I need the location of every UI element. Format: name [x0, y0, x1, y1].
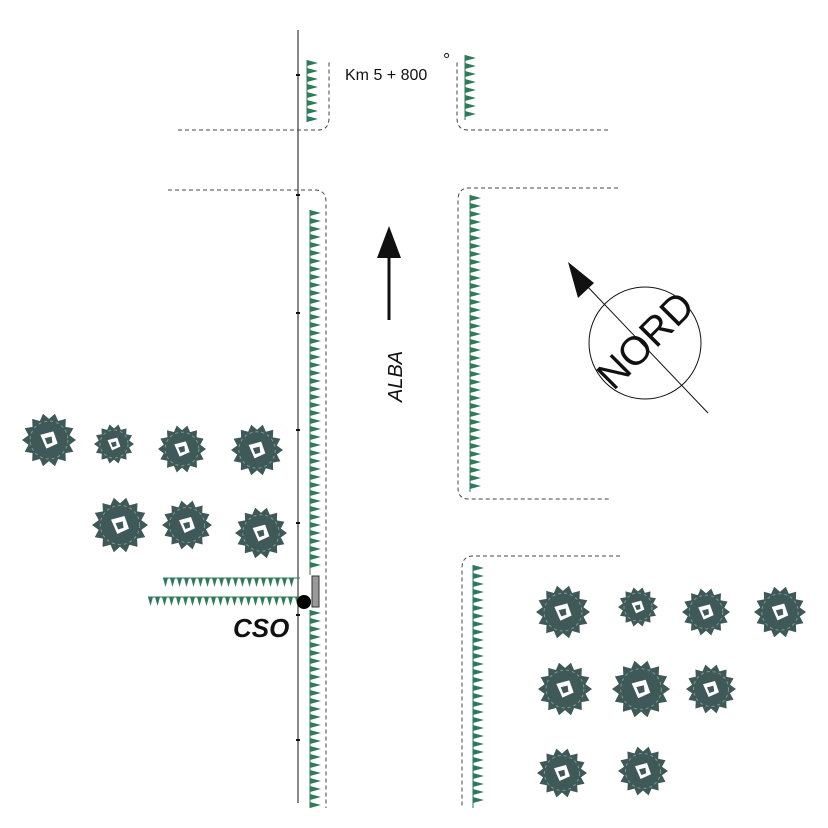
hedge-row-upper: [163, 577, 300, 587]
monitoring-station-icon: [297, 575, 320, 609]
tree-icon: [94, 424, 134, 464]
tree-icon: [92, 497, 148, 553]
tree-icon: [686, 664, 736, 714]
tree-icon: [754, 586, 806, 638]
tree-icon: [618, 746, 668, 796]
hedge-rows: [148, 55, 484, 808]
hedge-east-mid: [469, 195, 481, 492]
road-edges: [168, 60, 620, 808]
tree-icon: [682, 588, 730, 636]
hedge-east-south: [472, 565, 484, 808]
tree-icon: [537, 748, 587, 798]
km-degree: °: [443, 50, 450, 70]
tree-icon: [231, 424, 283, 476]
road-edge-nw: [178, 60, 330, 131]
tree-icon: [612, 660, 670, 718]
tree-icon: [162, 500, 212, 550]
hedge-west-main: [309, 210, 321, 575]
road-name-label: ALBA: [385, 351, 407, 403]
road-edge-e-south: [461, 555, 620, 808]
tree-icon: [22, 413, 76, 467]
hedge-west-south: [309, 610, 321, 808]
road-edge-e-mid: [457, 187, 618, 500]
road-edge-w-main: [168, 189, 327, 808]
tree-groups: [22, 413, 806, 798]
hedge-row-lower: [148, 596, 300, 606]
tree-icon: [536, 585, 590, 639]
tree-icon: [538, 662, 592, 716]
tree-icon: [618, 587, 658, 627]
direction-arrow-icon: [377, 226, 401, 320]
north-compass-icon: NORD: [568, 262, 709, 414]
hedge-north-west: [306, 60, 318, 122]
axis-ticks: [296, 74, 300, 741]
km-label: Km 5 + 800: [345, 67, 427, 84]
road-edge-ne: [456, 60, 608, 131]
tree-icon: [235, 507, 287, 559]
station-label: CSO: [233, 613, 289, 643]
hedge-north-east: [464, 55, 476, 120]
tree-icon: [158, 425, 206, 473]
